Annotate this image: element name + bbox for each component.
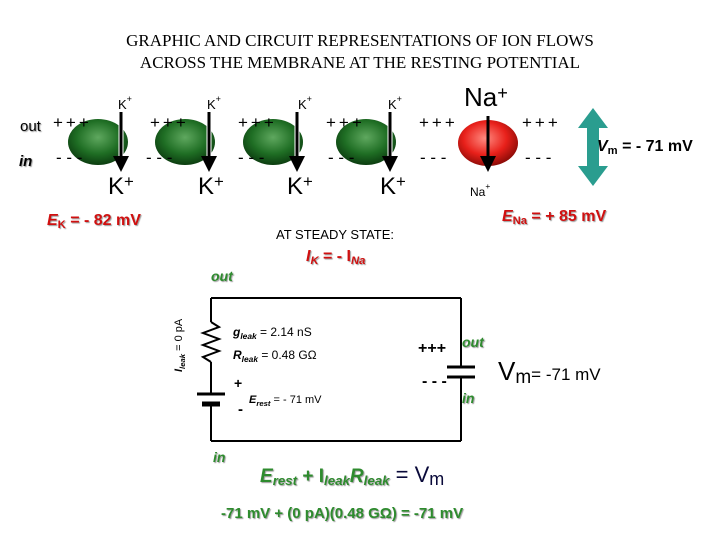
k-channel-3 xyxy=(243,112,305,172)
rest-equation: Erest + IleakRleak = Vm xyxy=(260,462,445,489)
k-ion-out-3: K+ xyxy=(298,94,312,112)
k-ion-out-4: K+ xyxy=(388,94,402,112)
ek-label: EK = - 82 mV xyxy=(47,212,141,231)
k-ion-out-1: K+ xyxy=(118,94,132,112)
circuit-vm-label: Vm= -71 mV xyxy=(498,356,601,388)
k-channel-4 xyxy=(336,112,398,172)
vm-double-arrow xyxy=(578,108,608,186)
ileak-label: Ileak = 0 pA xyxy=(173,318,187,372)
na-channel xyxy=(458,116,518,172)
circuit-in-label: in xyxy=(213,449,226,465)
equivalent-circuit xyxy=(197,297,475,442)
membrane-in-label: in xyxy=(19,153,33,170)
minus-signs-6: - - - xyxy=(525,148,552,167)
battery-minus: - xyxy=(238,401,243,418)
k-ion-out-2: K+ xyxy=(207,94,221,112)
k-ion-in-4: K+ xyxy=(380,172,406,200)
k-ion-in-2: K+ xyxy=(198,172,224,200)
capacitor-plus: +++ xyxy=(418,340,447,357)
membrane-out-label: out xyxy=(20,118,41,135)
plus-signs-5: +++ xyxy=(419,113,458,132)
ena-label: ENa = + 85 mV xyxy=(502,208,607,227)
plus-signs-4: +++ xyxy=(326,113,365,132)
membrane-vm-label: Vm = - 71 mV xyxy=(597,138,693,157)
k-channel-1 xyxy=(68,112,129,172)
steady-state-heading: AT STEADY STATE: xyxy=(276,227,394,242)
minus-signs-3: - - - xyxy=(238,148,265,167)
title-line-1: GRAPHIC AND CIRCUIT REPRESENTATIONS OF I… xyxy=(126,31,594,50)
na-ion-in: Na+ xyxy=(470,181,491,199)
plus-signs-3: +++ xyxy=(238,113,277,132)
title-line-2: ACROSS THE MEMBRANE AT THE RESTING POTEN… xyxy=(139,53,581,72)
erest-label: Erest = - 71 mV xyxy=(249,394,322,408)
k-channel-2 xyxy=(155,112,217,172)
capacitor-minus: - - - xyxy=(422,373,447,390)
minus-signs-1: - - - xyxy=(56,148,83,167)
rleak-label: Rleak = 0.48 GΩ xyxy=(233,348,317,364)
minus-signs-4: - - - xyxy=(328,148,355,167)
capacitor-in-label: in xyxy=(462,390,475,406)
plus-signs-1: +++ xyxy=(53,113,92,132)
gleak-label: gleak = 2.14 nS xyxy=(233,325,312,341)
battery-plus: + xyxy=(234,375,243,391)
minus-signs-2: - - - xyxy=(146,148,173,167)
k-ion-in-1: K+ xyxy=(108,172,134,200)
plus-signs-6: +++ xyxy=(522,113,561,132)
steady-state-equation: IK = - INa xyxy=(306,248,366,267)
k-ion-in-3: K+ xyxy=(287,172,313,200)
circuit-out-label: out xyxy=(211,268,233,284)
minus-signs-5: - - - xyxy=(420,148,447,167)
na-ion-out: Na+ xyxy=(464,82,508,112)
plus-signs-2: +++ xyxy=(150,113,189,132)
capacitor-out-label: out xyxy=(462,334,484,350)
rest-calculation: -71 mV + (0 pA)(0.48 GΩ) = -71 mV xyxy=(221,505,464,522)
